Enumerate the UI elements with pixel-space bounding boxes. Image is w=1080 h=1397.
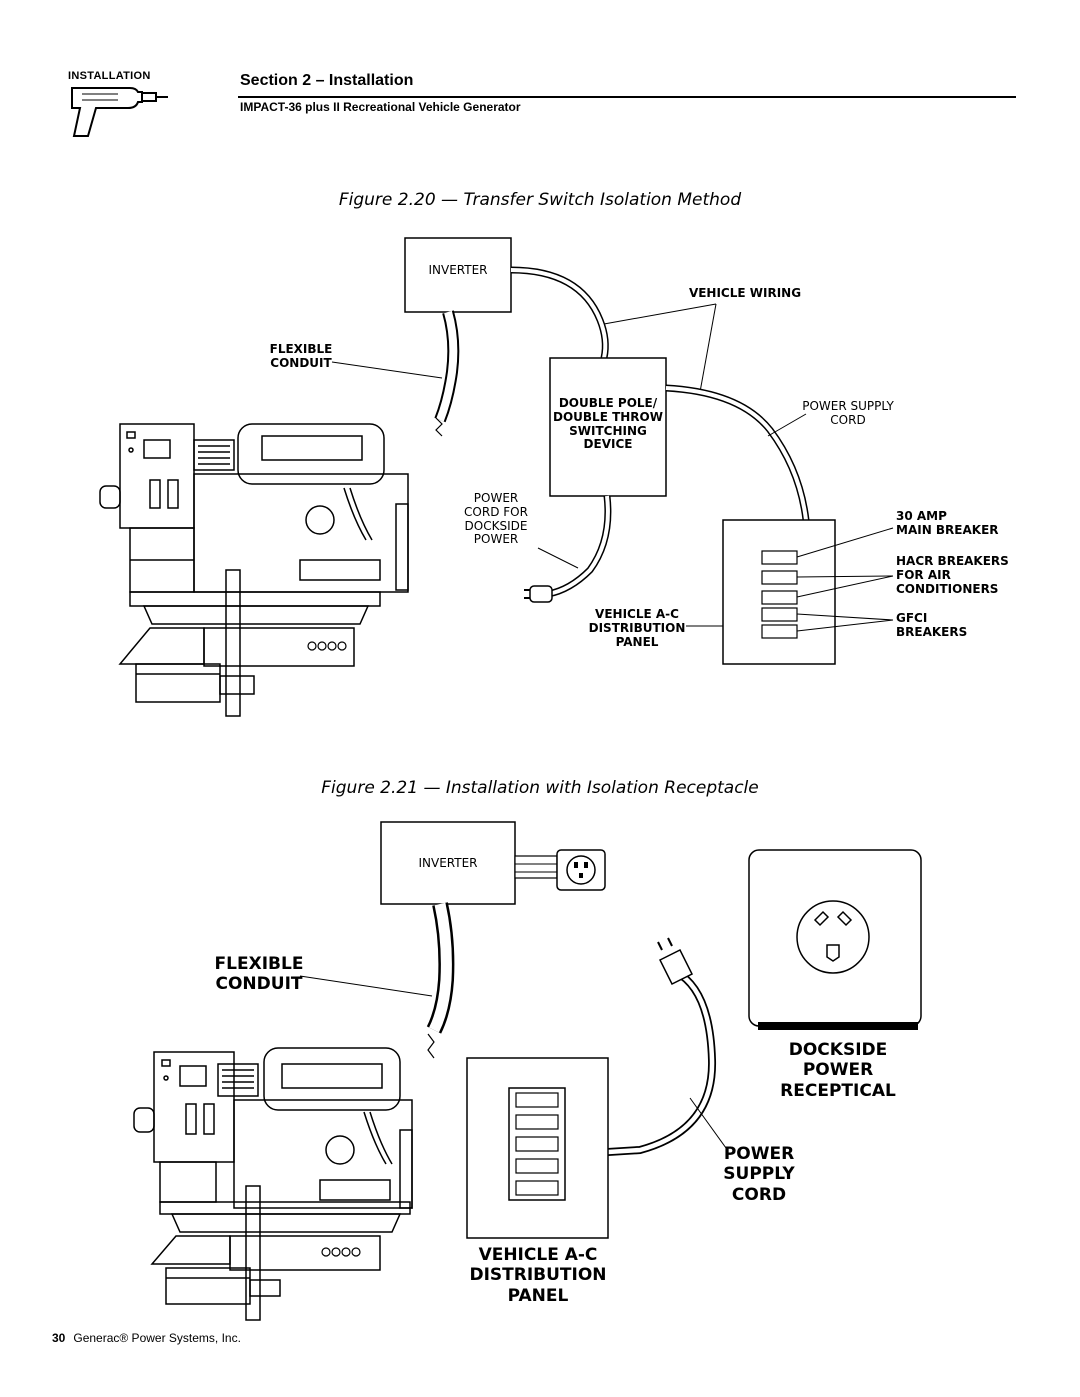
figure-20-caption: Figure 2.20 — Transfer Switch Isolation …: [338, 190, 742, 210]
header-rule: [238, 96, 1016, 98]
breaker-switches: [761, 550, 798, 639]
inverter-label: INVERTER: [428, 263, 488, 277]
inverter-box: [404, 237, 512, 313]
plug-icon: [524, 585, 553, 603]
breaker-switches-2: [508, 1087, 566, 1201]
inverter-box-2: [380, 821, 516, 905]
page-footer: 30 Generac® Power Systems, Inc.: [52, 1331, 241, 1345]
drill-icon: [71, 87, 168, 137]
flexible-conduit-label: FLEXIBLE CONDUIT: [269, 342, 333, 370]
main-breaker-label: 30 AMP MAIN BREAKER: [896, 509, 999, 537]
hacr-breakers-label: HACR BREAKERS FOR AIR CONDITIONERS: [896, 554, 1009, 596]
dockside-receptacle-box: [748, 849, 922, 1030]
isolation-receptacle: [556, 849, 606, 891]
generator-illustration: [99, 423, 409, 717]
flexible-conduit-label-2: FLEXIBLE CONDUIT: [214, 954, 304, 995]
inverter-label-2: INVERTER: [418, 856, 478, 870]
vehicle-wiring-label: VEHICLE WIRING: [688, 286, 802, 300]
distribution-panel-label: VEHICLE A-C DISTRIBUTION PANEL: [588, 607, 686, 649]
distribution-panel-label-2: VEHICLE A-C DISTRIBUTION PANEL: [469, 1245, 607, 1306]
power-supply-cord-label: POWER SUPPLY CORD: [802, 399, 894, 427]
document-subtitle: IMPACT-36 plus II Recreational Vehicle G…: [240, 100, 521, 114]
dockside-cord-label: POWER CORD FOR DOCKSIDE POWER: [464, 491, 528, 547]
plug-icon-2: [657, 937, 694, 986]
page-number: 30: [52, 1331, 66, 1345]
footer-company: Generac® Power Systems, Inc.: [73, 1331, 241, 1345]
switching-device-label: DOUBLE POLE/ DOUBLE THROW SWITCHING DEVI…: [553, 396, 663, 452]
dockside-receptacle-label: DOCKSIDE POWER RECEPTICAL: [780, 1040, 896, 1101]
section-title: Section 2 – Installation: [240, 72, 414, 89]
gfci-breakers-label: GFCI BREAKERS: [896, 611, 968, 639]
power-supply-cord-label-2: POWER SUPPLY CORD: [723, 1144, 795, 1205]
figure-21-caption: Figure 2.21 — Installation with Isolatio…: [321, 778, 759, 798]
generator-illustration-2: [133, 1047, 413, 1321]
installation-tag: INSTALLATION: [68, 70, 151, 82]
